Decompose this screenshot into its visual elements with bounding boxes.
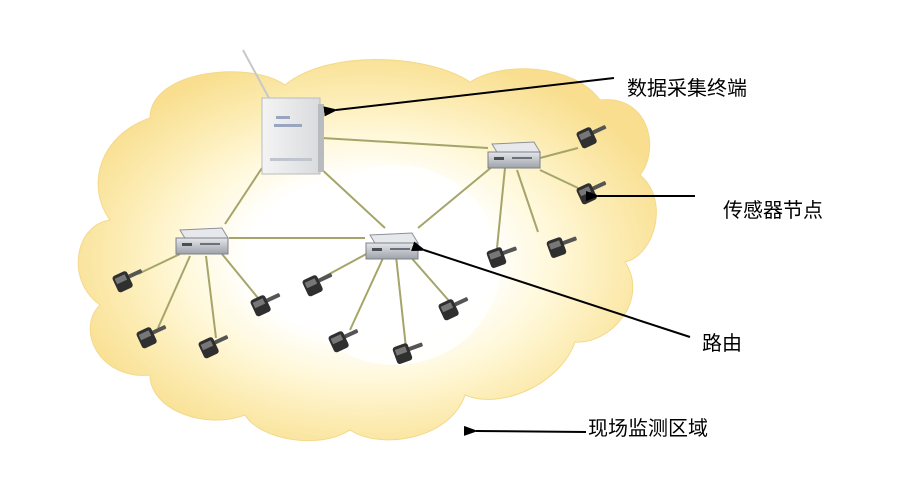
sensor-icon [546, 236, 577, 258]
router-icon [487, 141, 541, 169]
sensor-icon [486, 246, 517, 268]
network-links [137, 137, 579, 349]
arrow-terminal [323, 77, 615, 117]
sensor-icon [438, 297, 469, 321]
label-sensor-node: 传感器节点 [723, 198, 823, 222]
router-icon [175, 227, 229, 255]
data-terminal-icon [261, 97, 324, 175]
sensor-icon [250, 293, 281, 317]
annotation-arrows [323, 77, 695, 436]
label-router: 路由 [702, 331, 742, 355]
label-monitoring-area: 现场监测区域 [588, 416, 708, 440]
router-icon [365, 232, 419, 260]
sensor-icon [136, 325, 167, 349]
sensor-icon [112, 269, 143, 293]
arrow-router [411, 241, 691, 338]
sensor-nodes [112, 125, 607, 364]
sensor-icon [198, 335, 229, 359]
sensor-icon [392, 342, 423, 364]
arrow-area [463, 425, 587, 436]
sensor-icon [302, 273, 333, 297]
sensor-icon [328, 329, 359, 353]
sensor-icon [576, 125, 607, 149]
antenna-icon [242, 49, 271, 101]
label-data-terminal: 数据采集终端 [627, 76, 747, 100]
